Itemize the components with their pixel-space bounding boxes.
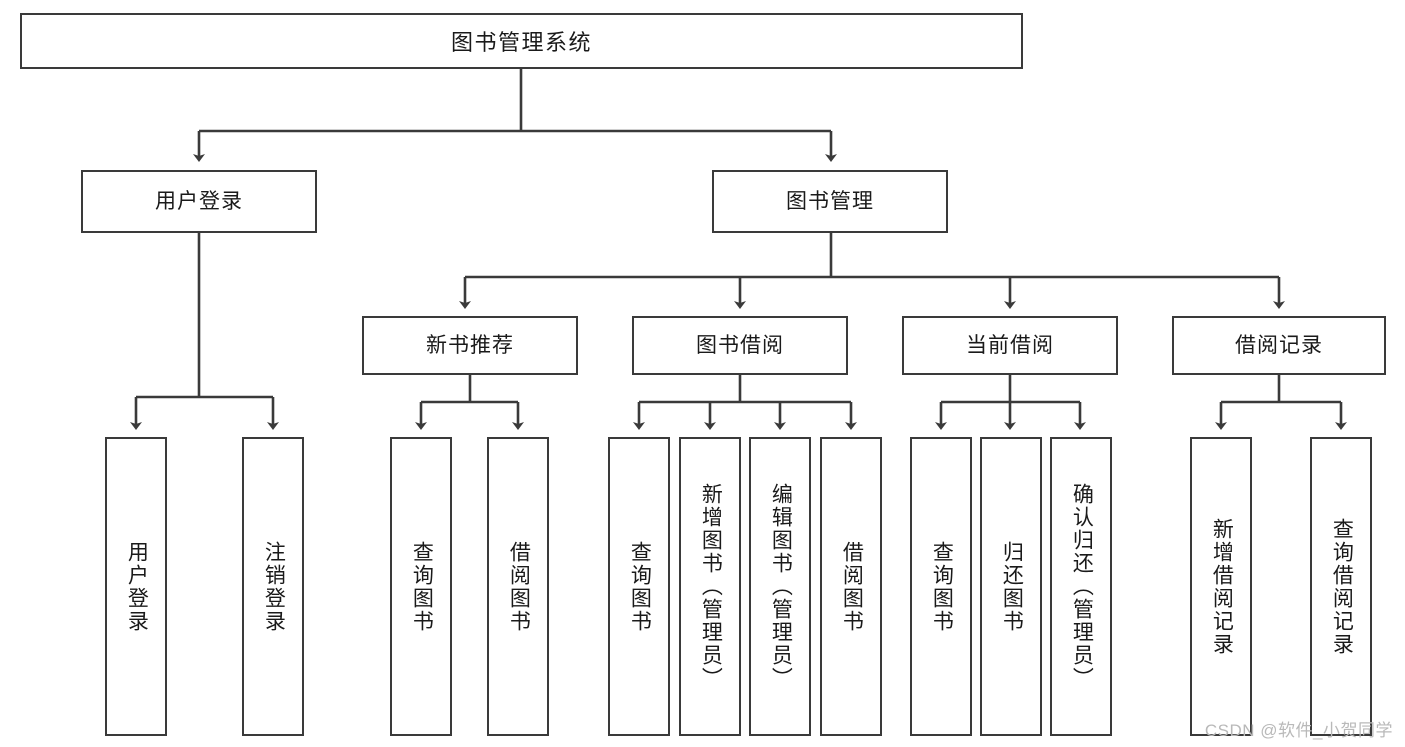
leaf-label: 新增借阅记录: [1210, 517, 1234, 656]
node-book-management[interactable]: 图书管理: [712, 170, 948, 233]
node-root-system[interactable]: 图书管理系统: [20, 13, 1023, 69]
leaf-label: 借阅图书: [840, 540, 864, 633]
leaf-add-book-admin[interactable]: 新增图书（管理员）: [679, 437, 741, 736]
leaf-add-borrow-record[interactable]: 新增借阅记录: [1190, 437, 1252, 736]
leaf-label: 确认归还（管理员）: [1070, 483, 1094, 690]
leaf-query-book-3[interactable]: 查询图书: [910, 437, 972, 736]
node-current-borrow[interactable]: 当前借阅: [902, 316, 1118, 375]
leaf-label: 新增图书（管理员）: [699, 483, 723, 690]
leaf-logout-login[interactable]: 注销登录: [242, 437, 304, 736]
leaf-label: 注销登录: [262, 540, 286, 633]
leaf-label: 借阅图书: [507, 540, 531, 633]
watermark-text: CSDN @软件_小贺同学: [1204, 721, 1393, 740]
leaf-label: 查询图书: [410, 540, 434, 633]
node-user-login[interactable]: 用户登录: [81, 170, 317, 233]
leaf-label: 查询图书: [628, 540, 652, 633]
leaf-borrow-book-1[interactable]: 借阅图书: [487, 437, 549, 736]
node-borrow-record[interactable]: 借阅记录: [1172, 316, 1386, 375]
leaf-user-login[interactable]: 用户登录: [105, 437, 167, 736]
leaf-confirm-return-admin[interactable]: 确认归还（管理员）: [1050, 437, 1112, 736]
leaf-borrow-book-2[interactable]: 借阅图书: [820, 437, 882, 736]
node-new-book-recommend[interactable]: 新书推荐: [362, 316, 578, 375]
leaf-return-book[interactable]: 归还图书: [980, 437, 1042, 736]
leaf-query-book-1[interactable]: 查询图书: [390, 437, 452, 736]
leaf-label: 用户登录: [125, 540, 149, 633]
leaf-label: 查询图书: [930, 540, 954, 633]
leaf-edit-book-admin[interactable]: 编辑图书（管理员）: [749, 437, 811, 736]
leaf-label: 编辑图书（管理员）: [769, 483, 793, 690]
leaf-query-borrow-record[interactable]: 查询借阅记录: [1310, 437, 1372, 736]
leaf-label: 归还图书: [1000, 540, 1024, 633]
node-book-borrow[interactable]: 图书借阅: [632, 316, 848, 375]
leaf-query-book-2[interactable]: 查询图书: [608, 437, 670, 736]
leaf-label: 查询借阅记录: [1330, 517, 1354, 656]
